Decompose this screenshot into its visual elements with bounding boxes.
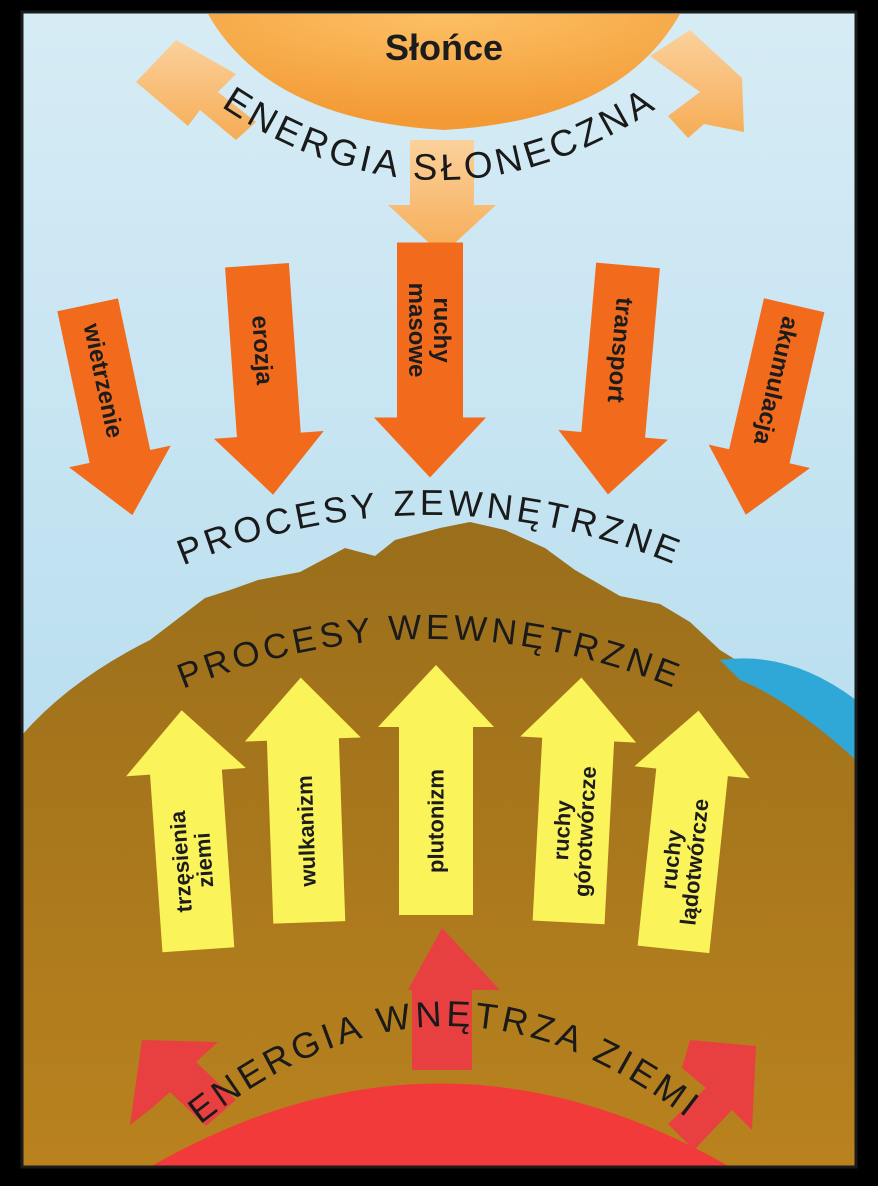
internal-arrow-3: ruchygórotwórcze — [520, 677, 637, 925]
external-arrow-1: erozja — [213, 263, 324, 495]
external-arrow-shape-2 — [374, 242, 486, 478]
internal-arrow-shape-2 — [378, 665, 494, 915]
solar-arrow-center — [388, 140, 496, 255]
solar-arrow-right — [650, 30, 744, 138]
water-area — [720, 658, 856, 760]
external-arrow-2: ruchymasowe — [374, 242, 486, 478]
external-arrow-shape-4 — [708, 298, 825, 515]
internal-arrow-shape-1 — [244, 677, 361, 924]
internal-arrow-shape-0 — [126, 710, 246, 953]
core-arrow-right — [668, 1040, 756, 1150]
internal-arrow-2: plutonizm — [378, 665, 494, 915]
core-arrow-center — [408, 928, 500, 1070]
core-arrow-left — [130, 1040, 236, 1126]
sun-shape — [208, 14, 680, 130]
external-arrow-label-1: erozja — [246, 315, 278, 387]
external-arrow-label-2: ruchymasowe — [403, 283, 455, 378]
earth-core — [150, 1083, 730, 1167]
internal-arrow-shape-3 — [520, 677, 637, 925]
solar-arrow-left — [136, 40, 256, 140]
internal-arrow-label-1: wulkanizm — [292, 775, 321, 888]
internal-arrow-4: ruchylądotwórcze — [634, 710, 750, 954]
external-arrow-4: akumulacja — [708, 298, 825, 515]
external-arrow-0: wietrzenie — [57, 298, 171, 516]
internal-arrow-label-2: plutonizm — [424, 769, 449, 873]
sun-label: Słońce — [385, 27, 503, 68]
internal-arrow-0: trzęsieniaziemi — [126, 710, 246, 953]
diagram-frame — [20, 10, 858, 1169]
external-arrow-shape-1 — [213, 263, 324, 495]
external-arrow-shape-0 — [57, 298, 171, 516]
external-process-arrows: wietrzenie erozja ruchymasowe transport akum… — [57, 242, 825, 516]
internal-arrow-1: wulkanizm — [244, 677, 361, 924]
external-arrow-shape-3 — [558, 262, 668, 495]
internal-arrow-shape-4 — [634, 710, 750, 954]
external-arrow-3: transport — [558, 262, 668, 495]
internal-process-arrows: trzęsieniaziemi wulkanizm plutonizm ruchygó… — [126, 665, 750, 954]
